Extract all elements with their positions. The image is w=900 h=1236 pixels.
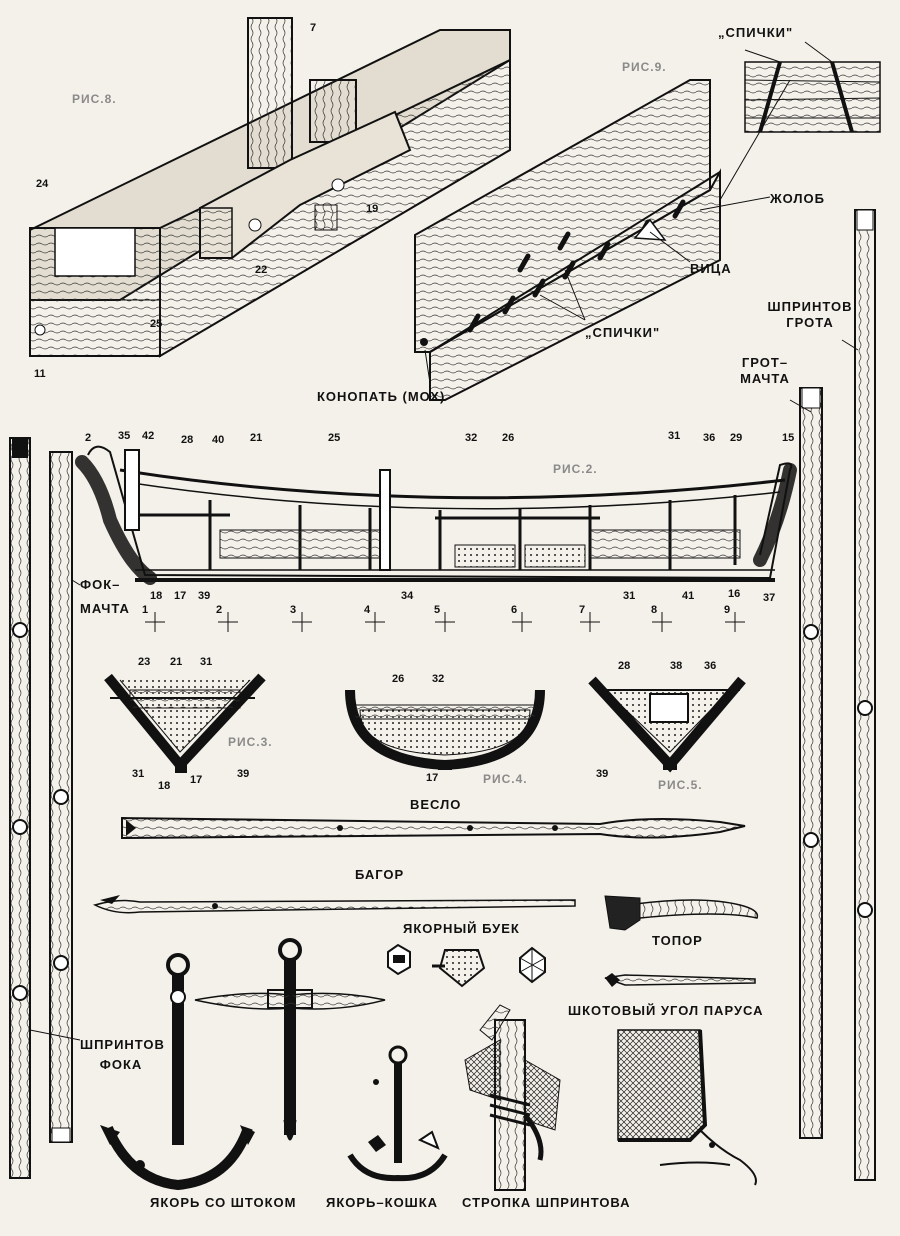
stropka-label: СТРОПКА ШПРИНТОВА	[462, 1195, 631, 1210]
station-number: 5	[434, 604, 441, 616]
fig2-station-marks	[145, 612, 745, 632]
fig8-number: 7	[310, 22, 317, 34]
fig2-number: 42	[142, 430, 155, 442]
station-number: 2	[216, 604, 223, 616]
spichki-label-top: „СПИЧКИ"	[718, 25, 794, 40]
station-number: 1	[142, 604, 149, 616]
shprintov-foka-label-2: ФОКА	[99, 1057, 143, 1072]
station-number: 9	[724, 604, 731, 616]
fig2-number: 16	[728, 588, 741, 600]
fig4-number: 32	[432, 673, 445, 685]
oar-drawing	[121, 816, 746, 840]
station-number: 6	[511, 604, 518, 616]
fig8-number: 22	[255, 264, 268, 276]
fig2-number: 17	[174, 590, 187, 602]
fig8-number: 19	[366, 203, 379, 215]
fig4-number: 17	[426, 772, 439, 784]
mast-poles	[9, 209, 876, 1181]
fig2-number: 39	[198, 590, 211, 602]
grot-machta-label-1: ГРОТ–	[741, 355, 789, 370]
fig2-number: 28	[181, 434, 194, 446]
fig2-number: 31	[623, 590, 636, 602]
spichki-label-mid: „СПИЧКИ"	[585, 325, 661, 340]
zholob-label: ЖОЛОБ	[770, 191, 825, 206]
fig8-caption: РИС.8.	[72, 92, 117, 106]
grapnel-anchor-drawing	[347, 1045, 448, 1182]
fig4-number: 26	[392, 673, 405, 685]
fig8-number: 11	[34, 368, 46, 380]
grot-machta-label-2: МАЧТА	[740, 371, 790, 386]
fig2-number: 21	[250, 432, 263, 444]
fig5-number: 39	[596, 768, 609, 780]
fig2-number: 32	[465, 432, 478, 444]
fig2-number: 37	[763, 592, 776, 604]
fig8-number: 24	[36, 178, 49, 190]
fig2-number: 36	[703, 432, 716, 444]
fig9-caption: РИС.9.	[622, 60, 667, 74]
fig2-number: 25	[328, 432, 341, 444]
fig3-number: 21	[170, 656, 183, 668]
fig5-number: 38	[670, 660, 683, 672]
station-number: 3	[290, 604, 297, 616]
fig2-number: 26	[502, 432, 515, 444]
vitsa-label: ВИЦА	[690, 261, 732, 276]
sail-clew-drawing	[617, 1029, 757, 1186]
fig8-keel-assembly	[29, 17, 511, 358]
fig2-number: 41	[682, 590, 695, 602]
fok-machta-label-1: ФОК–	[80, 577, 121, 592]
fig2-number: 2	[85, 432, 92, 444]
fig2-boat-profile	[75, 445, 797, 585]
topor-label: ТОПОР	[652, 933, 703, 948]
fig3-cross-section	[104, 673, 266, 773]
station-number: 8	[651, 604, 658, 616]
fig3-caption: РИС.3.	[228, 735, 273, 749]
shprintov-foka-label-1: ШПРИНТОВ	[80, 1037, 165, 1052]
veslo-label: ВЕСЛО	[410, 797, 462, 812]
marlinspike-drawing	[604, 973, 756, 987]
fig5-number: 36	[704, 660, 717, 672]
fig3-number: 17	[190, 774, 203, 786]
fig2-number: 34	[401, 590, 414, 602]
yakorny-buek-label: ЯКОРНЫЙ БУЕК	[403, 921, 520, 936]
fig8-number: 25	[150, 318, 163, 330]
fig3-number: 23	[138, 656, 151, 668]
anchor-with-stock-drawing	[100, 938, 386, 1191]
boat-hook-drawing	[92, 895, 576, 914]
fig2-number: 15	[782, 432, 795, 444]
shkotovy-ugol-label: ШКОТОВЫЙ УГОЛ ПАРУСА	[568, 1003, 764, 1018]
station-number: 7	[579, 604, 586, 616]
fig3-number: 18	[158, 780, 171, 792]
fig5-caption: РИС.5.	[658, 778, 703, 792]
konopat-label: КОНОПАТЬ (МОХ)	[317, 389, 446, 404]
fig2-number: 18	[150, 590, 163, 602]
fig2-number: 29	[730, 432, 743, 444]
spichki-inset-detail	[719, 41, 881, 201]
fig3-number: 31	[200, 656, 213, 668]
fig2-caption: РИС.2.	[553, 462, 598, 476]
fig4-cross-section	[345, 689, 545, 771]
sprit-lashing-drawing	[464, 1004, 561, 1191]
bagor-label: БАГОР	[355, 867, 405, 882]
yakor-so-shtokom-label: ЯКОРЬ СО ШТОКОМ	[150, 1195, 297, 1210]
fig9-leader-lines	[424, 196, 771, 384]
fig9-plank-joint	[414, 79, 721, 401]
shprintov-grota-label-2: ГРОТА	[786, 315, 834, 330]
yakor-koshka-label: ЯКОРЬ–КОШКА	[326, 1195, 439, 1210]
axe-drawing	[604, 895, 759, 931]
fig5-cross-section	[588, 676, 746, 773]
fig2-number: 35	[118, 430, 131, 442]
anchor-buoy-drawing	[387, 943, 546, 988]
fig5-number: 28	[618, 660, 631, 672]
fig2-number: 31	[668, 430, 681, 442]
shprintov-grota-label-1: ШПРИНТОВ	[767, 299, 853, 314]
fig2-number: 40	[212, 434, 225, 446]
station-number: 4	[364, 604, 371, 616]
fig3-number: 39	[237, 768, 250, 780]
fig4-caption: РИС.4.	[483, 772, 528, 786]
fok-machta-label-2: МАЧТА	[80, 601, 130, 616]
fig3-number: 31	[132, 768, 145, 780]
